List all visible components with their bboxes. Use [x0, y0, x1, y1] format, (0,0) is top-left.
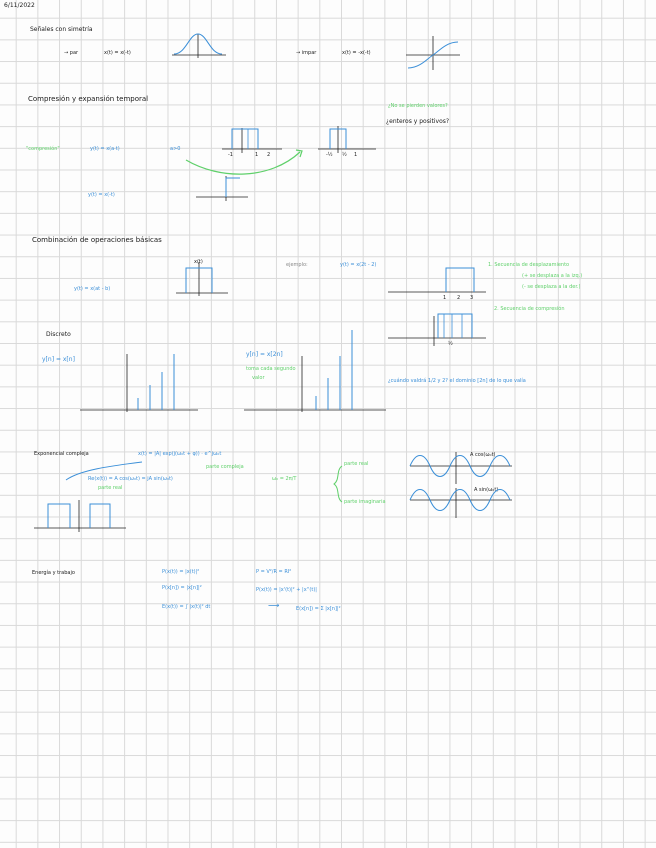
imaginary-part-label: parte imaginaria	[344, 499, 386, 505]
tick-label: 2	[267, 152, 271, 158]
exp-equation-1: x(t) = |A| exp(j(ω₀t + φ)) · e^jω₀t	[138, 451, 222, 457]
step-1-note-left: (+ se desplaza a la izq.)	[522, 273, 583, 279]
even-label: → par	[64, 50, 79, 56]
combination-original-sketch	[176, 262, 228, 296]
reflection-equation: y(t) = x(-t)	[88, 192, 115, 198]
step-1-title: 1. Secuencia de desplazamiento	[488, 262, 570, 268]
compression-label: "compresión"	[26, 146, 60, 152]
odd-function-sketch	[406, 36, 460, 70]
sin-wave-label: A sin(ω₀t)	[474, 487, 499, 493]
energy-arrow: ⟶	[268, 601, 280, 610]
energy-eq-1: E(x(t)) = ∫ |x(t)|² dt	[162, 604, 211, 610]
example-compressed-sketch	[388, 313, 486, 346]
example-label: ejemplo:	[286, 262, 308, 268]
tick-label: ½	[448, 341, 453, 347]
exp-equation-2: Re(x(t)) = A cos(ω₀t) = jA sin(ω₀t)	[88, 476, 173, 482]
discrete-note-1: toma cada segundo	[246, 366, 296, 372]
tick-label: ½	[342, 152, 347, 158]
tick-label: 1	[255, 152, 259, 158]
compression-rect-original	[222, 128, 282, 153]
tick-label: -1	[228, 152, 233, 158]
section-title-energy: Energía y trabajo	[32, 570, 75, 576]
tick-label: 1	[443, 295, 447, 301]
side-question-2: ¿enteros y positivos?	[386, 118, 450, 125]
tick-label: 3	[470, 295, 474, 301]
energy-eq-2: E(x[n]) = Σ |x[n]|²	[296, 606, 341, 612]
compression-condition: a>0	[170, 146, 181, 152]
example-shifted-sketch	[388, 267, 486, 293]
power-eq-4: P(x(t)) = |x'(t)|² + |x''(t)|	[256, 587, 317, 593]
discrete-remark: ¿cuándo valdrá 1/2 y 2? el dominio [2n] …	[388, 378, 526, 384]
exp-note-real: parte real	[98, 485, 123, 491]
tick-label: -½	[326, 152, 333, 158]
exp-note-complex: parte compleja	[206, 464, 244, 470]
section-title-compression: Compresión y expansión temporal	[28, 95, 149, 103]
tick-label: x(t)	[194, 259, 203, 265]
tick-label: 1	[354, 152, 358, 158]
side-question-1: ¿No se pierden valores?	[388, 103, 448, 109]
real-part-label: parte real	[344, 461, 369, 467]
step-2-title: 2. Secuencia de compresión	[494, 306, 565, 312]
section-title-discrete: Discreto	[46, 331, 71, 338]
discrete-stems-compressed	[244, 330, 386, 412]
discrete-equation-1: y[n] = x[n]	[42, 356, 75, 363]
compression-equation: y(t) = x(a·t)	[90, 146, 120, 152]
section-title-exponential: Exponencial compleja	[34, 451, 89, 457]
example-equation: y(t) = x(2t - 2)	[340, 262, 377, 268]
omega-equation: ω₀ = 2π/T	[272, 476, 297, 482]
brace	[333, 465, 343, 503]
odd-label: → impar	[296, 50, 317, 56]
exp-rect-sketch	[34, 461, 143, 532]
power-eq-3: P(x[n]) = |x[n]|²	[162, 585, 202, 591]
date-header: 6/11/2022	[4, 2, 35, 9]
discrete-equation-2: y[n] = x[2n]	[246, 351, 283, 358]
compression-rect-compressed	[318, 126, 376, 153]
discrete-note-2: valor	[252, 375, 265, 381]
section-title-symmetry: Señales con simetría	[30, 26, 93, 33]
power-eq-2: P = V²/R = RI²	[256, 569, 292, 575]
combination-equation: y(t) = x(at - b)	[74, 286, 111, 292]
power-eq-1: P(x(t)) = |x(t)|²	[162, 569, 200, 575]
green-arrow	[185, 151, 301, 175]
discrete-stems-original	[80, 354, 198, 412]
odd-equation: x(t) = -x(-t)	[342, 50, 371, 56]
gaussian-sketch	[172, 33, 226, 58]
cos-wave-sketch	[409, 452, 512, 484]
step-1-note-right: (- se desplaza a la der.)	[522, 284, 581, 290]
even-equation: x(t) = x(-t)	[104, 50, 131, 56]
section-title-combination: Combinación de operaciones básicas	[32, 236, 162, 244]
cos-wave-label: A cos(ω₀t)	[470, 452, 496, 458]
sin-wave-sketch	[409, 488, 512, 518]
reflection-sketch	[196, 176, 248, 201]
tick-label: 2	[457, 295, 461, 301]
